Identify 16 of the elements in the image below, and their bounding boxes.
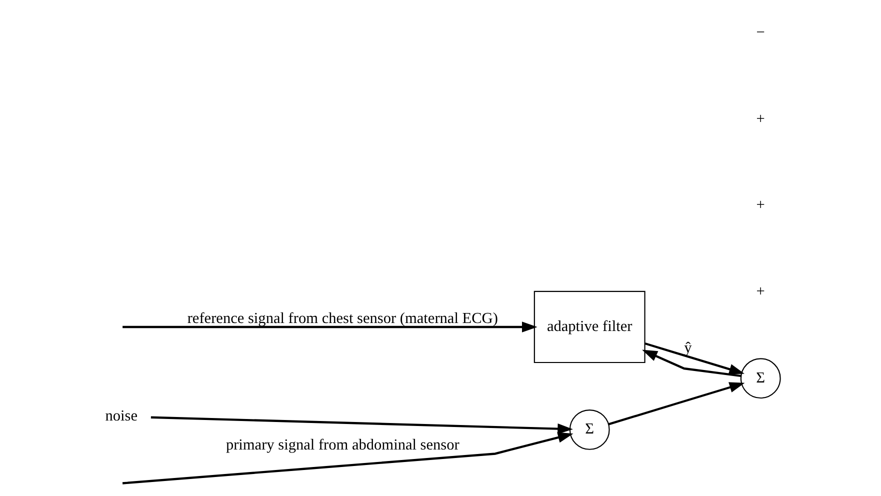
arrow [642,349,741,376]
arrow [122,422,573,484]
node-box: adaptive filter [533,290,645,363]
arrow [608,382,744,425]
edge-label: reference signal from chest sensor (maternal ECG) [186,309,498,326]
node-circle: Σ [568,408,610,450]
label: + [756,196,764,214]
label: − [756,24,764,41]
label: + [756,282,764,300]
arrow [150,416,573,442]
node-circle: Σ [740,358,780,398]
arrow [122,321,537,332]
edge-label: primary signal from abdominal sensor [225,436,459,454]
arrow [644,342,744,374]
label: + [756,110,764,127]
node-text: noise [104,407,138,424]
